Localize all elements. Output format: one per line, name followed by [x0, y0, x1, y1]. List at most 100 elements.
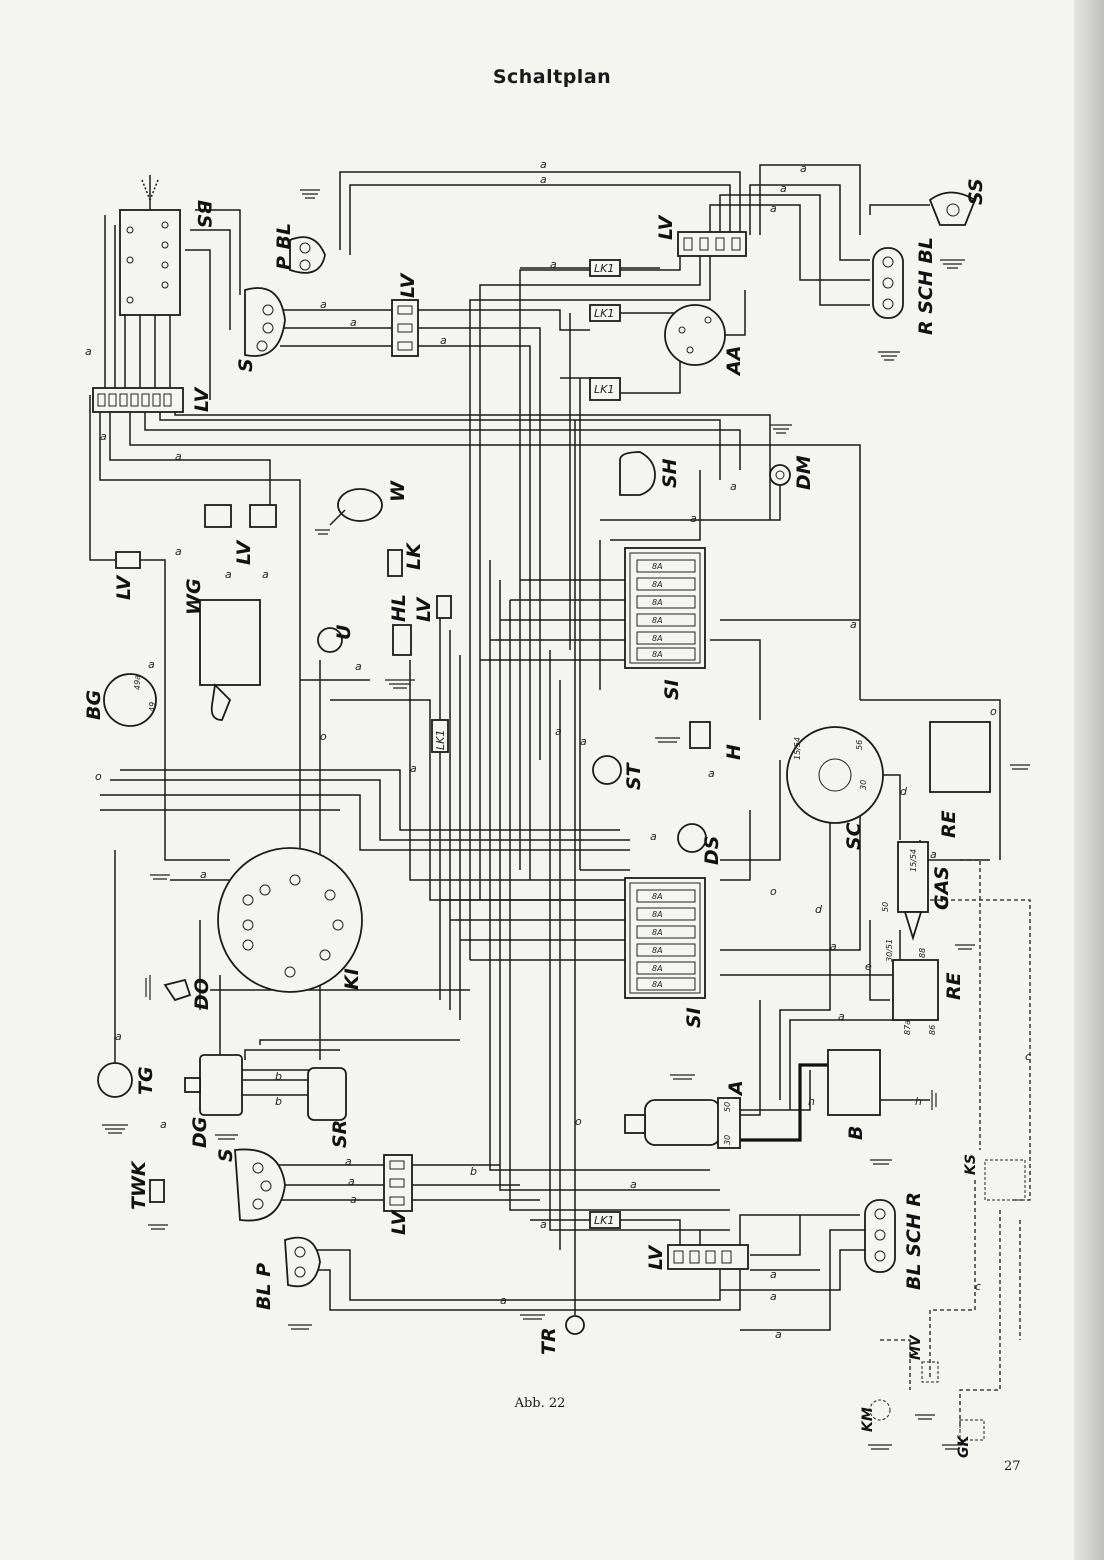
label-lv-side: LV	[113, 575, 135, 600]
wg-switch	[199, 599, 261, 721]
wire-code: a	[85, 345, 92, 358]
wire-code: a	[148, 658, 155, 671]
a-starter	[624, 1074, 741, 1149]
label-gk: GK	[956, 1435, 972, 1458]
wire-code: a	[440, 334, 447, 347]
fuse-rating: 8A	[652, 964, 663, 973]
label-b: B	[845, 1126, 867, 1140]
lk-connector	[387, 549, 403, 577]
wire-code: o	[320, 730, 327, 743]
fuse-rating: 8A	[652, 910, 663, 919]
r-sch-bl-lamp	[872, 247, 904, 361]
fuse-rating: 8A	[652, 562, 663, 571]
s-lamp-top	[244, 287, 286, 357]
label-r-sch-bl: R SCH BL	[915, 237, 937, 335]
wire-code: d	[900, 785, 908, 798]
label-lv-hl: LV	[413, 597, 435, 622]
ss-horn	[928, 191, 977, 269]
wire-code: a	[355, 660, 362, 673]
wire-code: a	[175, 545, 182, 558]
fuse-rating: 8A	[652, 616, 663, 625]
wire-code: a	[550, 258, 557, 271]
wire-code: a	[630, 1178, 637, 1191]
wire-code: a	[730, 480, 737, 493]
label-sr: SR	[329, 1120, 351, 1148]
label-dg: DG	[189, 1117, 211, 1148]
label-si-bottom: SI	[683, 1007, 705, 1028]
figure-caption: Abb. 22	[514, 1396, 566, 1411]
component-labels: BS P BL LV SS R SCH BL S LV AA LV SH DM …	[83, 178, 987, 1458]
dm-lamp	[769, 424, 792, 486]
wire-code: a	[770, 1290, 777, 1303]
hl-horn	[385, 624, 415, 689]
fuse-rating: 8A	[652, 928, 663, 937]
wire-code: a	[345, 1155, 352, 1168]
label-lv-top: LV	[655, 215, 677, 240]
terminal-87a: 87a	[903, 1020, 912, 1035]
s-lamp-bottom	[234, 1148, 286, 1222]
label-bl-p: BL P	[253, 1263, 275, 1310]
wire-code-labels: a a a a a a a a a a a a a a a a a a a a …	[85, 158, 1031, 1341]
wire-code: a	[262, 568, 269, 581]
wire-code: a	[100, 430, 107, 443]
bg-switch	[103, 673, 157, 727]
label-dm: DM	[793, 455, 815, 490]
lv-mid-connector	[391, 299, 419, 357]
wire-code: a	[650, 830, 657, 843]
wire-code: b	[275, 1095, 282, 1108]
terminal-15-54-gas: 15/54	[909, 849, 918, 872]
label-twk: TWK	[128, 1160, 150, 1210]
terminal-30: 30	[859, 780, 868, 790]
lv-left-connector	[92, 387, 184, 413]
label-re-top: RE	[938, 810, 960, 838]
w-wiper	[315, 488, 383, 535]
label-bg: BG	[83, 690, 105, 720]
label-s-bottom: S	[215, 1148, 237, 1162]
label-lv-wiper: LV	[233, 540, 255, 565]
fuse-rating: 8A	[652, 580, 663, 589]
terminal-56: 56	[855, 740, 864, 750]
tg-generator	[97, 1062, 133, 1134]
sr-regulator	[307, 1067, 347, 1121]
wire-code: a	[850, 618, 857, 631]
label-lv-left: LV	[191, 387, 213, 412]
sh-lamp	[619, 451, 656, 496]
wire-code: a	[580, 735, 587, 748]
label-lv-mid: LV	[397, 273, 419, 298]
re-relay-bottom	[892, 944, 975, 1021]
wire-code: a	[770, 1268, 777, 1281]
tr-sender	[520, 1314, 585, 1335]
wire-code: c	[1025, 1050, 1031, 1063]
wire-code: h	[808, 1095, 815, 1108]
si-bottom-fusebox	[624, 877, 706, 999]
lk1-label: LK1	[594, 383, 614, 396]
fuse-rating: 8A	[652, 946, 663, 955]
wire-code: h	[915, 1095, 922, 1108]
wire-code: o	[575, 1115, 582, 1128]
wire-code: a	[555, 725, 562, 738]
wire-code: o	[95, 770, 102, 783]
do-sensor	[145, 975, 192, 1002]
dg-dynamo	[184, 1054, 243, 1140]
twk-sensor	[148, 1179, 168, 1230]
ds-sensor	[677, 823, 707, 853]
label-do: DO	[191, 978, 213, 1010]
fuse-rating: 8A	[652, 650, 663, 659]
bl-sch-r-lamp	[864, 1159, 896, 1273]
lv-bottom-connector	[667, 1244, 749, 1270]
label-gas: GAS	[931, 866, 953, 910]
wire-code: a	[500, 1294, 507, 1307]
aa-flasher	[664, 304, 726, 366]
wire-code: a	[800, 162, 807, 175]
label-hl: HL	[388, 594, 410, 622]
wire-code: o	[990, 705, 997, 718]
bl-p-lamp	[284, 1236, 321, 1330]
wire-code: a	[160, 1118, 167, 1131]
label-ss: SS	[965, 178, 987, 205]
fuse-rating: 8A	[652, 980, 663, 989]
label-ks: KS	[963, 1154, 979, 1175]
page-number: 27	[1004, 1459, 1021, 1474]
ki-instrument-cluster	[150, 847, 363, 993]
label-si-top: SI	[661, 679, 683, 700]
wire-code: a	[930, 848, 937, 861]
